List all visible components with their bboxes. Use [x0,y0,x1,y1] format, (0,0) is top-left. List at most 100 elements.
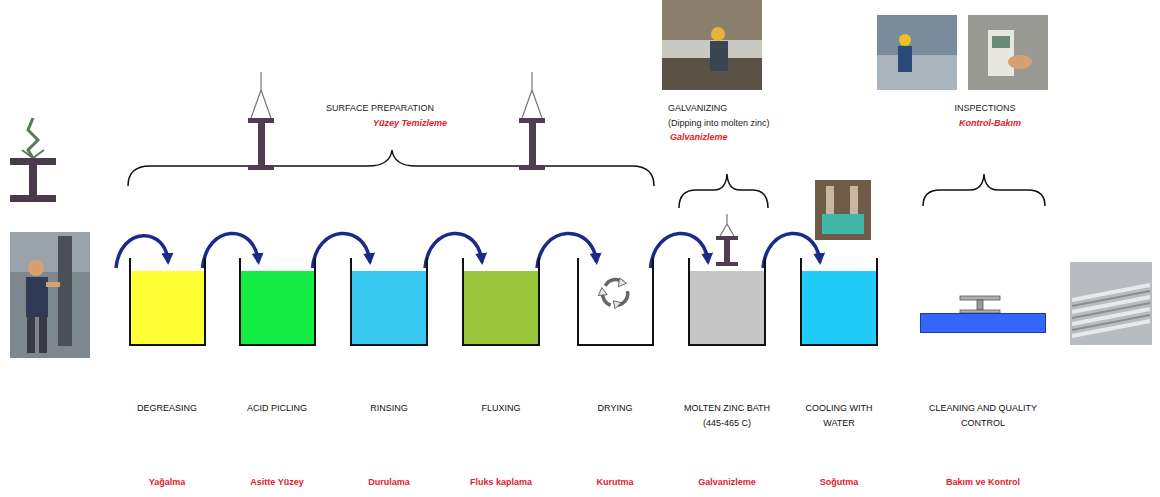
tank-outline [800,258,878,346]
group-heading-turkish: Yüzey Temizleme [373,117,447,129]
group-subheading: (Dipping into molten zinc) [668,117,770,129]
process-tank: DRYING Kurutma [569,258,661,492]
tank-outline [239,258,316,346]
step-name-turkish: Durulama [343,476,435,488]
worker-photo-part [46,282,60,287]
step-name-turkish: Yağalma [121,476,213,488]
hanging-beam-icon-part [10,195,56,202]
bracket [128,150,1045,208]
finished-product-photo-part [1070,262,1152,345]
galvanizing-photo-part [662,0,762,90]
hanging-beam-icon [251,72,542,118]
step-name-turkish: Fluks kaplama [455,476,547,488]
step-name-turkish: Kurutma [569,476,661,488]
step-name: DRYING [569,401,661,416]
process-tank: MOLTEN ZINC BATH (445-465 C) Galvanizleme [683,258,771,492]
hanging-beam-icon-part [716,262,738,266]
process-tank: DEGREASING Yağalma [121,258,213,492]
inspection-beam-part [977,300,983,310]
hanging-beam-icon-part [519,118,545,123]
inspection-photo-part [898,46,912,72]
tank-outline [350,258,428,346]
group-heading: INSPECTIONS [954,102,1015,114]
cooling-photo [815,180,871,240]
step-name-turkish: Asitte Yüzey [231,476,323,488]
group-heading-turkish: Kontrol-Bakım [959,117,1021,129]
process-arrow [116,236,168,268]
inspection-photo [877,15,1048,90]
hanging-beam-icon [716,214,738,266]
hanging-beam-icon-part [29,165,37,195]
hanging-beam-icon-part [251,72,271,118]
tank-liquid [802,271,876,344]
inspection-photo-part [992,36,1010,48]
tank-liquid [690,271,764,344]
finished-product-photo-part [1072,291,1150,330]
galvanizing-photo [662,0,762,90]
cooling-photo-part [826,186,834,214]
worker-photo [10,232,90,358]
hanging-beam-icon-part [720,214,734,236]
inspection-photo-part [988,30,1014,76]
inspection-photo-part [899,34,911,46]
process-arrow [313,233,371,268]
group-heading-turkish: Galvanizleme [670,131,728,143]
finished-product-photo [1070,262,1152,345]
hanging-beam-icon-part [258,123,265,165]
hanging-beam-icon-part [522,72,542,118]
step-name: CLEANING AND QUALITY CONTROL [915,401,1051,431]
hanging-beam-icon-part [529,123,536,165]
recycle-icon [593,270,637,314]
step-name-turkish: Soğutma [795,476,883,488]
worker-photo-part [26,277,48,317]
cooling-photo-part [815,180,871,240]
hanging-beam-icon-part [28,118,38,158]
step-name-turkish: Bakım ve Kontrol [915,476,1051,488]
worker-photo-part [10,232,90,272]
step-name: FLUXING [455,401,547,416]
process-arrow [537,233,597,268]
step-name: MOLTEN ZINC BATH (445-465 C) [683,401,771,431]
hanging-beam-icon [248,118,545,170]
group-heading: SURFACE PREPARATION [326,102,434,114]
cooling-photo-part [822,214,864,234]
tank-outline [129,258,206,346]
process-tank: FLUXING Fluks kaplama [455,258,547,492]
inspection-photo-part [968,15,1048,90]
cooling-photo-part [850,186,858,214]
tank-liquid [352,271,426,344]
step-name: COOLING WITH WATER [795,401,883,431]
process-arrow [763,233,820,268]
tank-outline [688,258,766,346]
galvanizing-photo-part [711,27,725,41]
process-arrow [203,233,259,268]
recycle-arrowhead [598,288,607,296]
tank-outline [462,258,540,346]
process-arrow [425,233,482,268]
hanging-beam-icon-part [248,165,274,170]
tank-liquid [241,271,314,344]
step-name: RINSING [343,401,435,416]
recycle-arrowhead [613,301,621,309]
tank-liquid [464,271,538,344]
finished-product-photo-part [1072,285,1150,336]
step-name: DEGREASING [121,401,213,416]
hanging-beam-icon-part [10,158,56,165]
step-name-turkish: Galvanizleme [683,476,771,488]
hanging-beam-icon-part [716,236,738,240]
hanging-beam-icon-part [22,150,44,158]
group-heading: GALVANIZING [668,102,727,114]
worker-photo-part [39,317,47,353]
hanging-beam-icon-part [519,165,545,170]
worker-photo-part [27,317,35,353]
bracket-part [128,150,654,186]
bracket-part [923,174,1045,206]
inspection-photo-part [877,55,957,90]
step-name: ACID PICLING [231,401,323,416]
inspection-photo-part [877,15,957,90]
inspection-table: CLEANING AND QUALITY CONTROL Bakım ve Kon… [915,258,1051,492]
tank-liquid [131,271,204,344]
inspection-beam [960,296,1000,313]
process-tank: RINSING Durulama [343,258,435,492]
